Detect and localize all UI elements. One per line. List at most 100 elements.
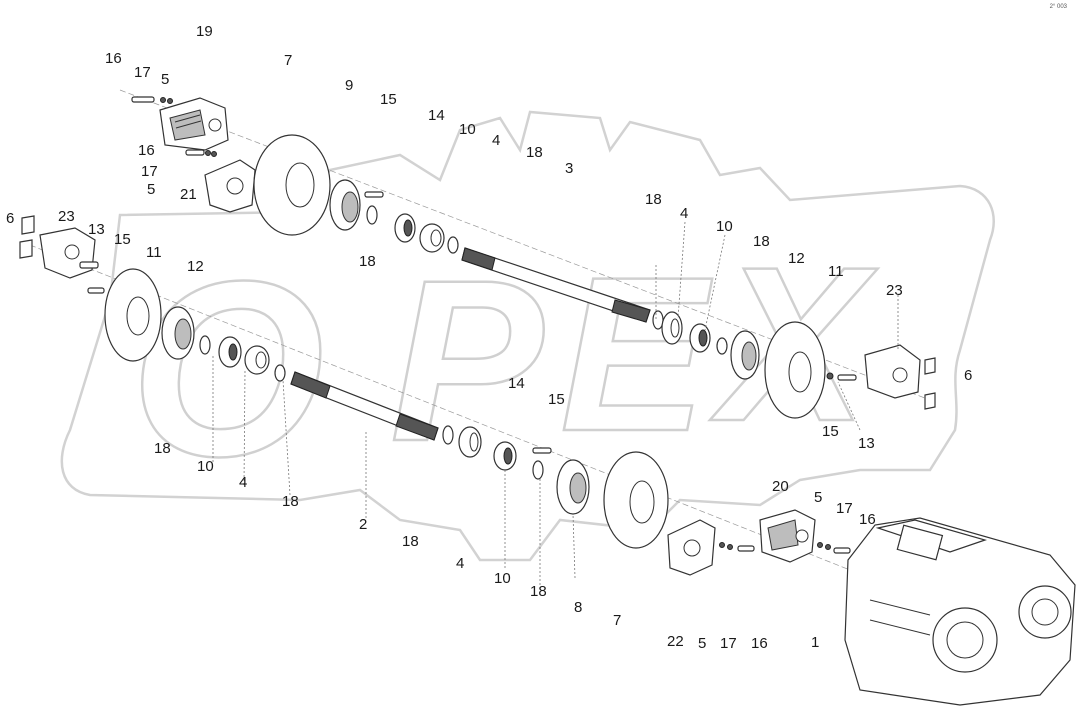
gearbox-housing	[844, 517, 1076, 706]
bearing-cup-left	[244, 345, 270, 375]
bolt-right	[837, 374, 857, 381]
bolt-left	[87, 287, 105, 294]
callout-10: 10	[197, 458, 214, 475]
caliper-right	[864, 344, 921, 399]
ring-left-b	[274, 364, 286, 382]
clip-left	[19, 215, 35, 259]
caliper-left	[39, 227, 99, 279]
callout-22: 22	[667, 633, 684, 650]
callout-23: 23	[58, 208, 75, 225]
callout-3: 3	[565, 160, 574, 177]
bracket-lower	[667, 519, 716, 576]
hub-flange-right	[730, 330, 760, 380]
bearing-cup-right	[661, 311, 683, 345]
callout-16: 16	[751, 635, 768, 652]
callout-4: 4	[456, 555, 465, 572]
brake-disc-upper	[253, 134, 331, 236]
callout-18: 18	[753, 233, 770, 250]
callout-14: 14	[508, 375, 525, 392]
hub-flange-lower	[556, 459, 590, 515]
bolts-lower-a	[719, 542, 755, 552]
callout-15: 15	[114, 231, 131, 248]
callout-6: 6	[6, 210, 15, 227]
callout-16: 16	[105, 50, 122, 67]
callout-13: 13	[858, 435, 875, 452]
brake-disc-left	[104, 268, 162, 362]
bolts-lower-b	[817, 542, 851, 554]
callout-14: 14	[428, 107, 445, 124]
callout-17: 17	[720, 635, 737, 652]
ring-right-b	[716, 337, 728, 355]
callout-13: 13	[88, 221, 105, 238]
corner-mark: 2° 003	[1049, 4, 1067, 10]
leader-lines	[212, 221, 899, 585]
clip-right	[924, 357, 936, 410]
callout-4: 4	[492, 132, 501, 149]
callout-20: 20	[772, 478, 789, 495]
bearing-upper-a	[394, 213, 416, 243]
callout-11: 11	[828, 263, 844, 280]
callout-10: 10	[459, 121, 476, 138]
bearing-right	[689, 323, 711, 353]
ring-upper-b	[447, 236, 459, 254]
callout-16: 16	[859, 511, 876, 528]
hub-flange-left	[161, 306, 195, 360]
bolt-upper-mid	[364, 191, 384, 198]
callout-7: 7	[613, 612, 622, 629]
callout-17: 17	[134, 64, 151, 81]
bracket-upper	[204, 159, 256, 213]
caliper-upper-left	[159, 97, 229, 151]
callout-15: 15	[822, 423, 839, 440]
axis-lower-shaft	[29, 244, 851, 571]
callout-15: 15	[380, 91, 397, 108]
watermark-letter-o: O	[130, 229, 324, 508]
callout-12: 12	[788, 250, 805, 267]
callout-12: 12	[187, 258, 204, 275]
callout-5: 5	[698, 635, 707, 652]
bearing-cup-upper	[419, 223, 445, 253]
watermark-letter-e: E	[560, 231, 713, 477]
callout-17: 17	[141, 163, 158, 180]
bearing-lower	[493, 441, 517, 471]
ring-left-a	[199, 335, 211, 355]
callout-18: 18	[402, 533, 419, 550]
callout-18: 18	[154, 440, 171, 457]
brake-disc-lower	[603, 451, 669, 549]
axle-shaft-upper	[461, 247, 651, 323]
bolt-upper-left-a	[131, 96, 173, 104]
callout-10: 10	[494, 570, 511, 587]
watermark-gear-outline	[60, 110, 995, 562]
callout-9: 9	[345, 77, 354, 94]
bolt-upper-left-b	[185, 149, 217, 157]
callout-4: 4	[680, 205, 689, 222]
callout-18: 18	[526, 144, 543, 161]
callout-5: 5	[814, 489, 823, 506]
callout-16: 16	[138, 142, 155, 159]
callout-5: 5	[147, 181, 156, 198]
callout-18: 18	[359, 253, 376, 270]
bolt-lower-mid	[532, 447, 552, 454]
callout-23: 23	[886, 282, 903, 299]
hub-flange-upper	[329, 179, 361, 231]
callout-11: 11	[146, 244, 162, 261]
callout-6: 6	[964, 367, 973, 384]
callout-18: 18	[282, 493, 299, 510]
caliper-lower	[759, 509, 816, 563]
callout-10: 10	[716, 218, 733, 235]
callout-2: 2	[359, 516, 368, 533]
washer-right	[826, 372, 834, 380]
callout-8: 8	[574, 599, 583, 616]
callout-19: 19	[196, 23, 213, 40]
callout-18: 18	[645, 191, 662, 208]
axle-shaft-lower	[290, 371, 439, 441]
callout-18: 18	[530, 583, 547, 600]
callout-5: 5	[161, 71, 170, 88]
callout-21: 21	[180, 186, 197, 203]
brake-disc-right	[764, 321, 826, 419]
bearing-cup-lower	[458, 426, 482, 458]
callout-4: 4	[239, 474, 248, 491]
callout-15: 15	[548, 391, 565, 408]
ring-lower-b	[532, 460, 544, 480]
